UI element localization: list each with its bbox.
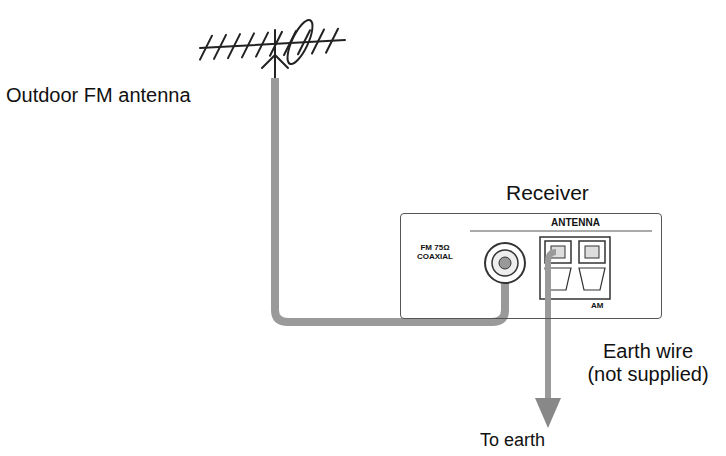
receiver-panel-parts: [470, 231, 652, 299]
earth-arrow: [535, 398, 561, 428]
terminal-label: AM: [591, 302, 603, 311]
antenna-element: [270, 32, 282, 56]
antenna-element: [256, 33, 268, 57]
antenna-element: [200, 36, 212, 60]
panel-heading: ANTENNA: [551, 217, 600, 228]
folded-dipole: [283, 17, 318, 67]
antenna-element: [326, 29, 338, 53]
part-label: Earth wire (not supplied): [578, 340, 718, 386]
terminal-hole: [585, 246, 599, 258]
antenna-element: [214, 35, 226, 59]
coaxial-jack-inner: [492, 250, 518, 276]
direction-label: To earth: [480, 430, 545, 451]
coaxial-jack-pin: [499, 257, 511, 269]
fm-antenna: [200, 17, 345, 78]
antenna-elements: [200, 29, 338, 60]
antenna-brace: [262, 55, 275, 68]
panel-rule: [470, 231, 652, 232]
antenna-brace: [275, 55, 288, 68]
coaxial-jack: [485, 243, 525, 283]
receiver-panel: ReceiverANTENNAFM 75Ω COAXIALAM: [400, 213, 662, 319]
antenna-element: [242, 33, 254, 57]
earth-wire: [548, 252, 556, 398]
am-terminal: [579, 241, 605, 263]
terminal-levers: [545, 268, 605, 290]
part-label: Outdoor FM antenna: [6, 84, 191, 107]
antenna-element: [228, 34, 240, 58]
coaxial-cable: [275, 78, 505, 322]
jack-label: FM 75Ω COAXIAL: [417, 244, 453, 262]
device-heading: Receiver: [506, 181, 589, 204]
antenna-element: [312, 29, 324, 53]
